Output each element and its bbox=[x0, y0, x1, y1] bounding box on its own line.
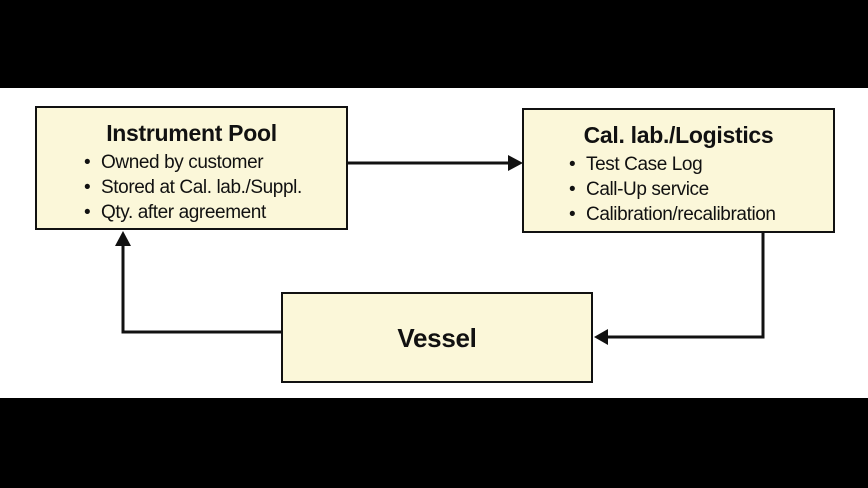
box-cal-lab-logistics: Cal. lab./Logistics Test Case Log Call-U… bbox=[522, 108, 835, 233]
instrument-pool-title: Instrument Pool bbox=[106, 120, 277, 146]
cal-lab-bullet-list: Test Case Log Call-Up service Calibratio… bbox=[524, 152, 833, 227]
bullet-item: Test Case Log bbox=[524, 152, 833, 177]
bullet-item: Owned by customer bbox=[37, 150, 346, 175]
bullet-item: Qty. after agreement bbox=[37, 200, 346, 225]
bullet-item: Calibration/recalibration bbox=[524, 202, 833, 227]
bullet-item: Stored at Cal. lab./Suppl. bbox=[37, 175, 346, 200]
letterbox-bottom-bar bbox=[0, 398, 868, 488]
instrument-pool-bullet-list: Owned by customer Stored at Cal. lab./Su… bbox=[37, 150, 346, 225]
box-vessel: Vessel bbox=[281, 292, 593, 383]
box-instrument-pool: Instrument Pool Owned by customer Stored… bbox=[35, 106, 348, 230]
letterbox-top-bar bbox=[0, 0, 868, 88]
cal-lab-title: Cal. lab./Logistics bbox=[583, 122, 774, 148]
bullet-item: Call-Up service bbox=[524, 177, 833, 202]
vessel-title: Vessel bbox=[397, 322, 477, 353]
